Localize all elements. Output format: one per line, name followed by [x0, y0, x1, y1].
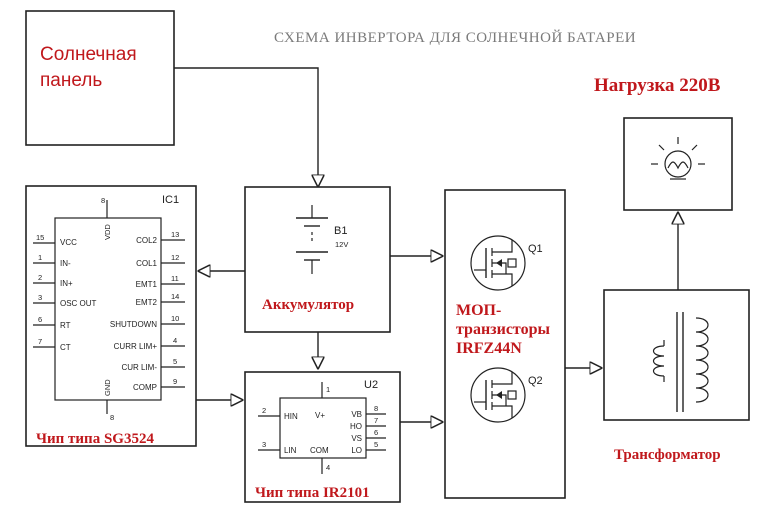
solar-panel-label-line2: панель [40, 70, 102, 91]
mosfet-block [444, 189, 566, 499]
ic1-vdd: VDD [103, 224, 112, 240]
ic1-right-pin-4-num: 10 [171, 314, 179, 323]
ic1-left-pin-4-num: 6 [38, 315, 42, 324]
u2-right-pin-1: 7 HO [350, 416, 386, 431]
battery-caption: Аккумулятор [262, 297, 354, 313]
mosfet-q2-icon [470, 367, 526, 423]
ic1-left-pin-3-name: OSC OUT [60, 299, 97, 308]
battery-ref: B1 [334, 225, 347, 237]
u2-left-pin-1: 3 LIN [258, 440, 297, 455]
u2-left-pin-0-num: 2 [262, 406, 266, 415]
ic1-gnd: GND [103, 379, 112, 396]
u2-vplus-pin: 1 [326, 385, 330, 394]
mosfet-caption-line3: IRFZ44N [456, 340, 522, 357]
ic1-left-pin-2: 2 IN+ [33, 273, 73, 288]
mosfet-q1-icon [470, 235, 526, 291]
u2-right-pin-3: 5 LO [351, 440, 386, 455]
ic1-right-pin-3: 14 EMT2 [136, 292, 185, 307]
u2-ref: U2 [364, 379, 378, 391]
ic1-ref: IC1 [162, 194, 179, 206]
ic1-right-pin-5-num: 4 [173, 336, 177, 345]
ic1-left-pin-0: 15 VCC [33, 233, 77, 247]
ic1-right-pin-4: 10 SHUTDOWN [110, 314, 185, 329]
u2-com-pin: 4 [326, 463, 330, 472]
u2-left-pin-1-num: 3 [262, 440, 266, 449]
ic1-right-pin-7-num: 9 [173, 377, 177, 386]
u2-chip [279, 397, 367, 459]
ic1-left-pin-4-name: RT [60, 321, 71, 330]
u2-left-pin-0-name: HIN [284, 412, 298, 421]
battery-voltage: 12V [335, 240, 348, 249]
u2-vplus: V+ [315, 411, 325, 420]
u2-right-pin-2: 6 VS [351, 428, 386, 443]
load-block [623, 117, 733, 211]
ic1-right-pin-0-name: COL2 [136, 236, 157, 245]
transformer-caption: Трансформатор [614, 447, 721, 463]
transformer-icon [652, 312, 709, 412]
mosfet-q1-ref: Q1 [528, 243, 543, 255]
u2-right-pin-2-name: VS [351, 434, 362, 443]
u2-right-pin-3-name: LO [351, 446, 362, 455]
mosfet-q2-ref: Q2 [528, 375, 543, 387]
ic1-left-pin-5-name: CT [60, 343, 71, 352]
u2-caption: Чип типа IR2101 [255, 485, 370, 501]
u2-right-pin-0: 8 VB [351, 404, 386, 419]
solar-panel-block [25, 10, 175, 146]
ic1-right-pin-1-num: 12 [171, 253, 179, 262]
ic1-right-pin-3-name: EMT2 [136, 298, 158, 307]
ic1-right-pin-7: 9 COMP [133, 377, 185, 392]
ic1-right-pin-2: 11 EMT1 [136, 274, 185, 289]
u2-right-pin-1-name: HO [350, 422, 362, 431]
ic1-right-pin-4-name: SHUTDOWN [110, 320, 157, 329]
ic1-block [25, 185, 197, 447]
mosfet-caption-line2: транзисторы [456, 321, 550, 338]
ic1-right-pin-5-name: CURR LIM+ [114, 342, 158, 351]
ic1-right-pin-1-name: COL1 [136, 259, 157, 268]
ic1-right-pin-6: 5 CUR LIM- [121, 357, 185, 372]
ic1-caption: Чип типа SG3524 [36, 431, 154, 447]
ic1-bottom-pin: 8 [110, 413, 114, 422]
ic1-left-pin-3: 3 OSC OUT [33, 293, 97, 308]
ic1-right-pin-6-num: 5 [173, 357, 177, 366]
ic1-left-pin-1-name: IN- [60, 259, 71, 268]
ic1-top-pin: 8 [101, 196, 105, 205]
ic1-left-pin-5-num: 7 [38, 337, 42, 346]
battery-icon [296, 205, 328, 274]
solar-panel-label-line1: Солнечная [40, 44, 137, 65]
ic1-right-pin-2-name: EMT1 [136, 280, 158, 289]
ic1-left-pin-5: 7 CT [33, 337, 71, 352]
u2-right-pin-0-name: VB [351, 410, 362, 419]
mosfet-caption-line1: МОП- [456, 302, 501, 319]
ic1-left-pin-1-num: 1 [38, 253, 42, 262]
u2-left-pin-0: 2 HIN [258, 406, 298, 421]
load-label: Нагрузка 220В [594, 75, 721, 96]
ic1-right-pin-7-name: COMP [133, 383, 157, 392]
ic1-right-pin-0-num: 13 [171, 230, 179, 239]
ic1-left-pin-4: 6 RT [33, 315, 71, 330]
lamp-icon [651, 137, 705, 180]
u2-left-pin-1-name: LIN [284, 446, 297, 455]
ic1-left-pin-2-name: IN+ [60, 279, 73, 288]
ic1-right-pin-6-name: CUR LIM- [121, 363, 157, 372]
u2-right-pin-3-num: 5 [374, 440, 378, 449]
ic1-right-pin-2-num: 11 [171, 274, 179, 283]
ic1-right-pin-3-num: 14 [171, 292, 179, 301]
ic1-right-pin-5: 4 CURR LIM+ [114, 336, 185, 351]
ic1-right-pin-1: 12 COL1 [136, 253, 185, 268]
ic1-chip [54, 217, 162, 401]
u2-com: COM [310, 446, 329, 455]
u2-right-pin-1-num: 7 [374, 416, 378, 425]
ic1-left-pin-1: 1 IN- [33, 253, 71, 268]
ic1-left-pin-0-name: VCC [60, 238, 77, 247]
ic1-left-pin-2-num: 2 [38, 273, 42, 282]
u2-right-pin-0-num: 8 [374, 404, 378, 413]
ic1-right-pin-0: 13 COL2 [136, 230, 185, 245]
u2-right-pin-2-num: 6 [374, 428, 378, 437]
diagram-title: СХЕМА ИНВЕРТОРА ДЛЯ СОЛНЕЧНОЙ БАТАРЕИ [274, 29, 636, 46]
ic1-left-pin-0-num: 15 [36, 233, 44, 242]
ic1-left-pin-3-num: 3 [38, 293, 42, 302]
wire-solar-to-battery [174, 67, 318, 186]
